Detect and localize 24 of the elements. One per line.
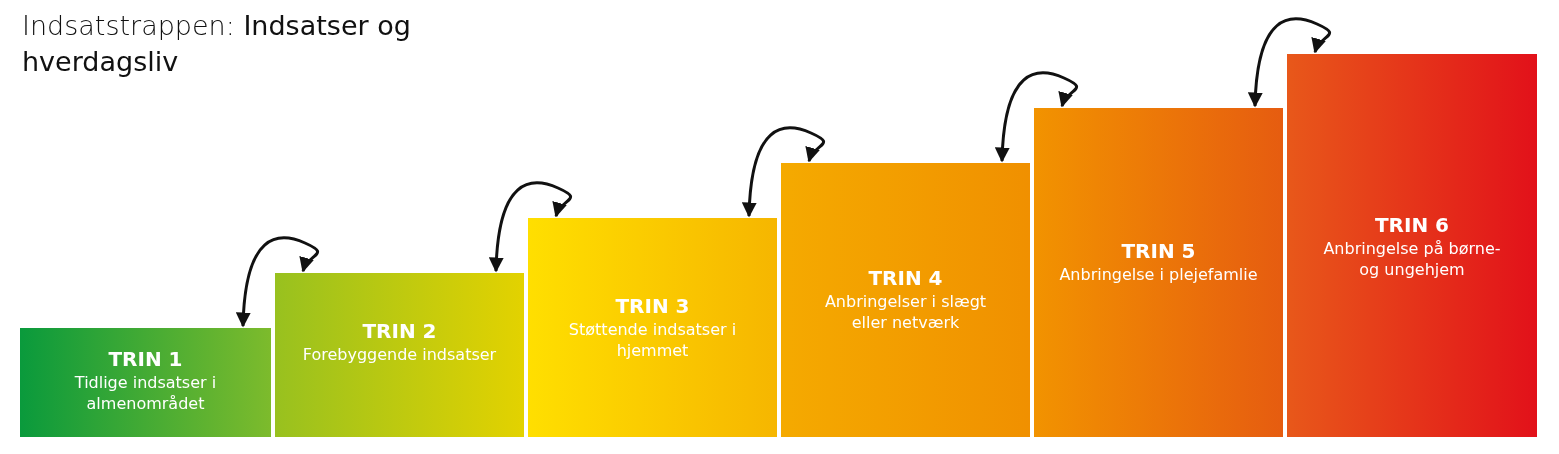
- step-heading: TRIN 6: [1374, 212, 1450, 238]
- double-arrow: [489, 181, 572, 273]
- step-description: Anbringelser i slægt eller netværk: [823, 291, 988, 333]
- step-description: Støttende indsatser i hjemmet: [567, 319, 738, 361]
- double-arrow: [236, 236, 319, 328]
- step-block: [781, 163, 1030, 437]
- step-heading: TRIN 1: [108, 346, 183, 372]
- step-heading: TRIN 2: [362, 318, 437, 344]
- step-block: [275, 273, 524, 437]
- step-heading: TRIN 5: [1121, 238, 1196, 264]
- double-arrow: [742, 126, 825, 218]
- step-block: [1034, 108, 1283, 437]
- step-heading: TRIN 3: [615, 293, 690, 319]
- step-description: Anbringelse i plejefamlie: [1059, 264, 1258, 285]
- step-block: [20, 328, 271, 437]
- step-description: Anbringelse på børne- og ungehjem: [1322, 238, 1502, 280]
- step-heading: TRIN 4: [868, 265, 943, 291]
- title: Indsatstrappen: Indsatser og hverdagsliv: [22, 9, 412, 79]
- double-arrow: [995, 71, 1078, 163]
- step-block: [528, 218, 777, 437]
- step-block: [1287, 54, 1537, 437]
- step-description: Tidlige indsatser i almenområdet: [73, 372, 218, 414]
- double-arrow: [1248, 17, 1331, 108]
- step-description: Forebyggende indsatser: [302, 344, 497, 365]
